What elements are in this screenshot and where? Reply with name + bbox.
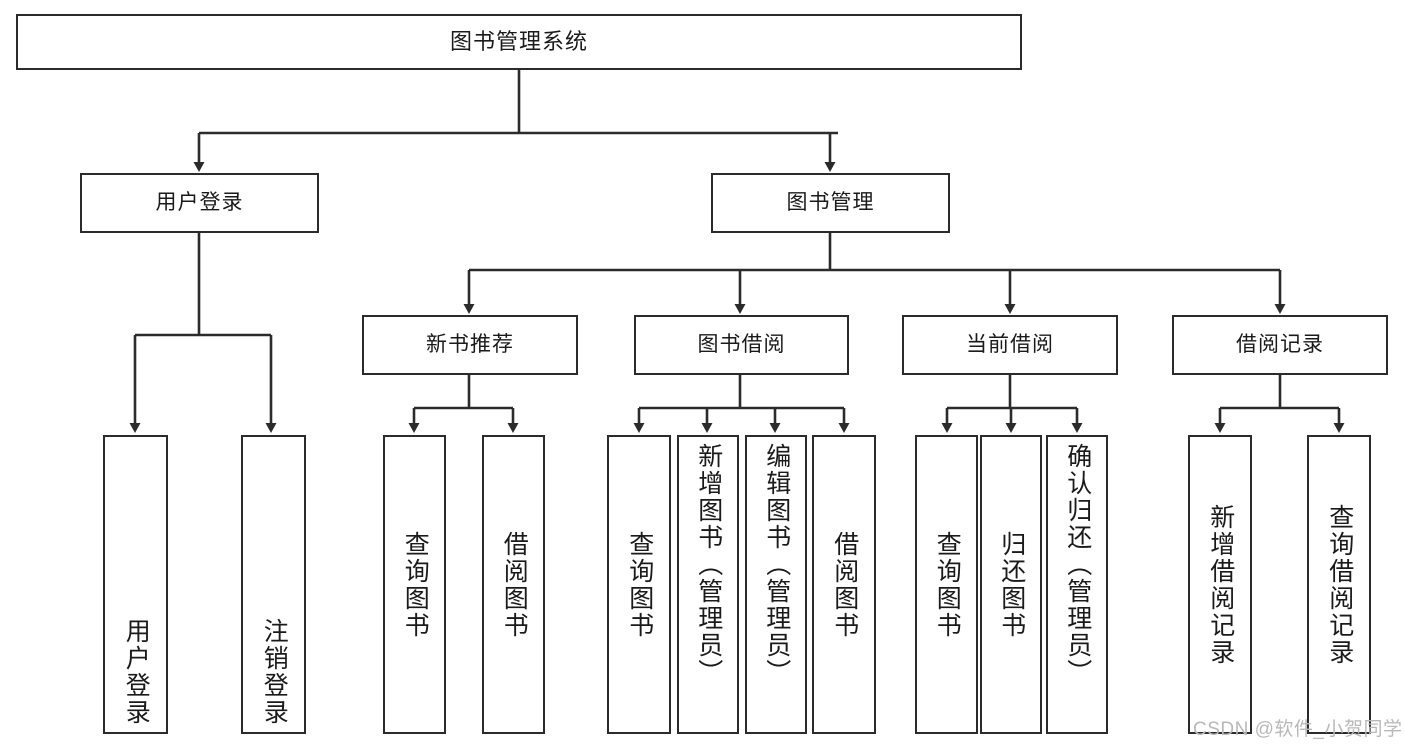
leaf-add-record[interactable]: 新增借阅记录 bbox=[1188, 435, 1252, 734]
leaf-add-book-label: 新增图书（管理员） bbox=[694, 443, 723, 686]
node-book-borrow[interactable]: 图书借阅 bbox=[634, 315, 849, 375]
leaf-add-record-label: 新增借阅记录 bbox=[1206, 503, 1235, 666]
leaf-borrow-book-2[interactable]: 借阅图书 bbox=[812, 435, 876, 734]
leaf-confirm-return[interactable]: 确认归还（管理员） bbox=[1046, 435, 1108, 734]
leaf-user-login[interactable]: 用户登录 bbox=[103, 435, 168, 734]
leaf-return-book[interactable]: 归还图书 bbox=[980, 435, 1042, 734]
node-book-manage-label: 图书管理 bbox=[786, 191, 875, 215]
node-root[interactable]: 图书管理系统 bbox=[16, 14, 1022, 70]
csdn-watermark: CSDN @软件_小贺同学 bbox=[1193, 719, 1403, 740]
node-root-label: 图书管理系统 bbox=[449, 28, 588, 54]
leaf-borrow-book-1-label: 借阅图书 bbox=[500, 530, 529, 639]
node-user-login[interactable]: 用户登录 bbox=[80, 173, 319, 233]
node-book-borrow-label: 图书借阅 bbox=[697, 333, 786, 357]
node-current-borrow[interactable]: 当前借阅 bbox=[902, 315, 1118, 375]
node-new-book-rec-label: 新书推荐 bbox=[426, 333, 514, 357]
node-borrow-record-label: 借阅记录 bbox=[1236, 333, 1324, 357]
leaf-query-book-2-label: 查询图书 bbox=[625, 530, 654, 639]
leaf-query-book-3[interactable]: 查询图书 bbox=[915, 435, 978, 734]
leaf-edit-book[interactable]: 编辑图书（管理员） bbox=[745, 435, 807, 734]
leaf-query-book-1-label: 查询图书 bbox=[401, 530, 430, 639]
node-borrow-record[interactable]: 借阅记录 bbox=[1172, 315, 1388, 375]
leaf-logout-label: 注销登录 bbox=[260, 618, 289, 726]
node-user-login-label: 用户登录 bbox=[155, 191, 244, 215]
leaf-edit-book-label: 编辑图书（管理员） bbox=[762, 443, 791, 686]
leaf-query-book-3-label: 查询图书 bbox=[933, 530, 962, 639]
node-book-manage[interactable]: 图书管理 bbox=[711, 173, 950, 233]
leaf-borrow-book-2-label: 借阅图书 bbox=[830, 530, 859, 639]
leaf-query-record-label: 查询借阅记录 bbox=[1325, 503, 1354, 666]
node-current-borrow-label: 当前借阅 bbox=[966, 333, 1054, 357]
leaf-borrow-book-1[interactable]: 借阅图书 bbox=[482, 435, 545, 734]
leaf-query-book-2[interactable]: 查询图书 bbox=[607, 435, 671, 734]
leaf-logout[interactable]: 注销登录 bbox=[241, 435, 306, 734]
leaf-user-login-label: 用户登录 bbox=[122, 618, 151, 726]
leaf-add-book[interactable]: 新增图书（管理员） bbox=[677, 435, 739, 734]
leaf-confirm-return-label: 确认归还（管理员） bbox=[1063, 443, 1092, 686]
node-new-book-rec[interactable]: 新书推荐 bbox=[362, 315, 578, 375]
leaf-query-record[interactable]: 查询借阅记录 bbox=[1307, 435, 1371, 734]
leaf-return-book-label: 归还图书 bbox=[997, 530, 1026, 639]
leaf-query-book-1[interactable]: 查询图书 bbox=[383, 435, 446, 734]
